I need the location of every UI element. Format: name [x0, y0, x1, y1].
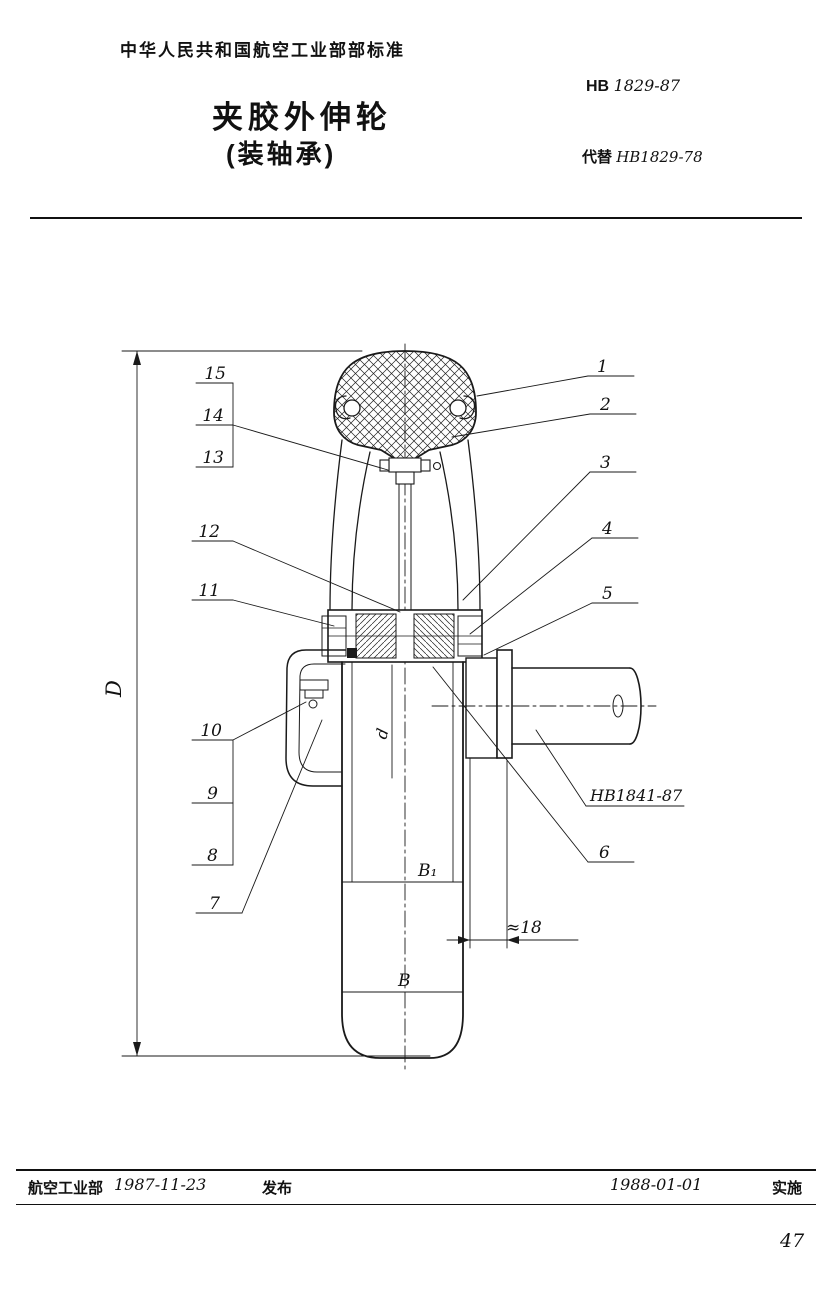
supersedes-label: 代替: [582, 149, 613, 166]
footer-divider-bottom: [16, 1204, 816, 1205]
callout-5: 5: [602, 584, 613, 604]
callout-13: 13: [202, 448, 224, 468]
wheel-rim-flanges: [329, 439, 481, 611]
axle-shaft: [431, 649, 657, 759]
callout-3: 3: [600, 453, 611, 473]
supersedes-code: HB1829-78: [616, 148, 703, 166]
standard-number: HB 1829-87: [586, 76, 680, 96]
footer-org: 航空工业部: [28, 1180, 104, 1197]
dim-label-d: d: [372, 726, 393, 741]
doc-subtitle: (装轴承): [226, 139, 337, 169]
callout-8: 8: [207, 846, 218, 866]
supersedes-note: 代替 HB1829-78: [582, 146, 703, 167]
callout-14: 14: [202, 406, 224, 426]
dimension-offset-18: [446, 757, 579, 949]
callout-leaders-left: [191, 382, 401, 914]
wheel-drum: [341, 661, 464, 1059]
standard-code: 1829-87: [613, 76, 681, 95]
page-number: 47: [780, 1230, 805, 1252]
callout-6: 6: [599, 843, 610, 863]
left-bracket: [285, 649, 346, 787]
callout-1: 1: [597, 357, 608, 377]
standard-prefix: HB: [586, 78, 610, 95]
callout-12: 12: [198, 522, 220, 542]
callout-7: 7: [209, 894, 220, 914]
dim-label-B1: B₁: [417, 861, 437, 881]
tire-section: [333, 350, 477, 467]
dim-label-D: D: [102, 680, 126, 698]
footer-divider-top: [16, 1169, 816, 1171]
footer-issue-label: 发布: [262, 1180, 293, 1197]
dim-label-offset: ≈18: [506, 918, 542, 938]
dimension-D: [121, 350, 431, 1057]
callout-9: 9: [207, 784, 218, 804]
callout-15: 15: [204, 364, 226, 384]
axle-ref-code: HB1841-87: [589, 786, 683, 805]
footer-issue-date: 1987-11-23: [114, 1175, 207, 1194]
callout-11: 11: [198, 581, 220, 601]
standard-org-title: 中华人民共和国航空工业部部标准: [120, 41, 405, 60]
hub-bearing-block: [321, 609, 483, 663]
valve-bolt-detail: [379, 457, 442, 485]
footer-effective-label: 实施: [772, 1180, 803, 1197]
callout-10: 10: [200, 721, 222, 741]
doc-title: 夹胶外伸轮: [212, 100, 392, 135]
callout-2: 2: [599, 395, 611, 415]
footer-effective-date: 1988-01-01: [610, 1175, 703, 1194]
callout-4: 4: [601, 519, 613, 539]
callout-leaders-right: [432, 375, 685, 863]
header-divider: [30, 217, 802, 219]
dim-label-B: B: [397, 971, 411, 991]
